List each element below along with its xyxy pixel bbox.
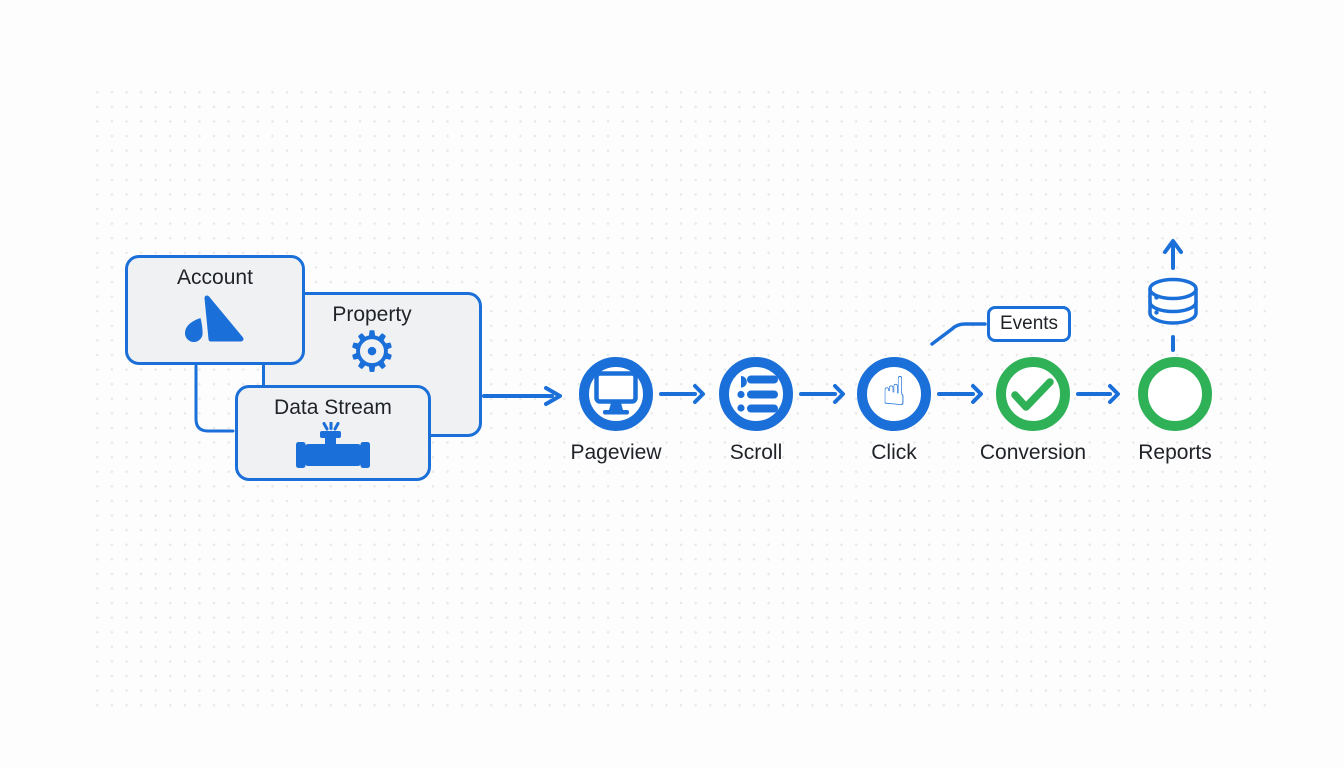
account-label: Account [177,266,253,289]
pageview-label: Pageview [570,441,662,464]
analytics-logo-icon [185,295,244,343]
click-label: Click [871,441,917,464]
scroll-node [719,357,793,431]
checkmark-icon [1011,378,1054,411]
click-node: ☝ [857,357,931,431]
events-label: Events [999,313,1059,334]
property-label: Property [332,303,412,326]
conversion-label: Conversion [979,441,1087,464]
list-icon [737,375,778,412]
gear-icon: ⚙ [346,320,398,386]
data-stream-card: Data Stream [235,385,431,481]
conversion-node [996,357,1070,431]
monitor-icon [594,371,638,415]
account-card: Account [125,255,305,365]
scroll-label: Scroll [729,441,783,464]
events-callout: Events [987,306,1071,342]
pageview-node [579,357,653,431]
pipe-icon [296,422,370,469]
reports-node [1138,357,1212,431]
reports-label: Reports [1138,441,1212,464]
hand-pointer-icon: ☝ [881,369,907,415]
data-stream-label: Data Stream [274,396,392,419]
